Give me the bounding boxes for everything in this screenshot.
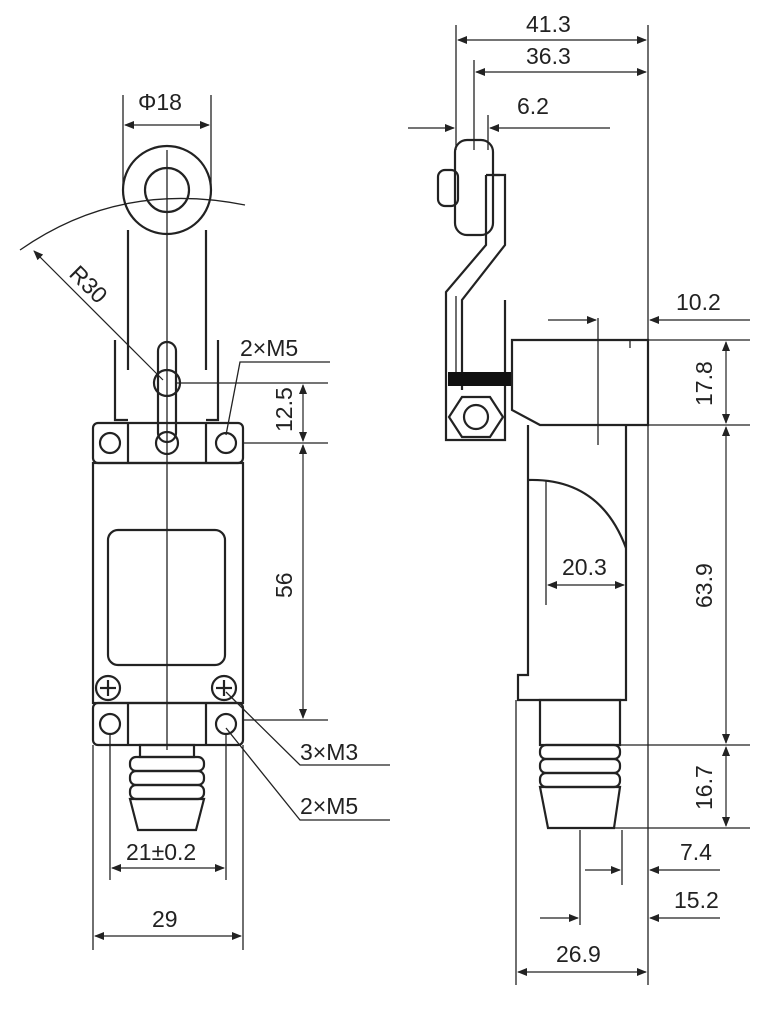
lever-arm xyxy=(126,230,208,370)
head-hole-left xyxy=(98,431,122,455)
lever-band xyxy=(448,372,512,386)
radius-arc xyxy=(19,197,246,251)
dim-height-main: 56 xyxy=(271,572,297,598)
dim-diameter: Φ18 xyxy=(138,89,182,115)
dim-overall: 41.3 xyxy=(526,11,571,37)
dim-hole-spacing: 21±0.2 xyxy=(126,839,196,865)
roller xyxy=(121,144,213,236)
head-center-hole xyxy=(154,430,180,456)
head-bracket xyxy=(113,340,220,422)
dim-body-height: 63.9 xyxy=(691,563,717,608)
bottom-hole-left xyxy=(98,712,122,736)
dim-roller: 6.2 xyxy=(517,93,549,119)
dim-head-height: 17.8 xyxy=(691,361,717,406)
screw-left-icon xyxy=(94,674,122,702)
dim-plunger-b: 15.2 xyxy=(674,887,719,913)
hex-nut-icon xyxy=(447,395,505,439)
body-side xyxy=(516,425,628,702)
screw-right-icon xyxy=(210,674,238,702)
cable-gland xyxy=(128,743,206,832)
dim-arm: 36.3 xyxy=(526,43,571,69)
switch-body xyxy=(91,461,245,705)
callout-bottom-m5: 2×M5 xyxy=(300,793,358,819)
head-side xyxy=(510,338,650,427)
dim-plunger-height: 16.7 xyxy=(691,765,717,810)
lever-side xyxy=(444,173,507,442)
side-view: 41.3 36.3 6.2 10.2 17.8 63.9 20.3 16.7 7… xyxy=(408,11,750,985)
dim-cam: 20.3 xyxy=(562,554,607,580)
front-view: Φ18 R30 2×M5 12.5 56 3×M3 2×M5 21±0.2 29 xyxy=(19,89,390,950)
dim-plunger-a: 7.4 xyxy=(680,839,712,865)
dim-base: 26.9 xyxy=(556,941,601,967)
dim-width: 29 xyxy=(152,906,178,932)
roller-side xyxy=(453,138,495,237)
dim-height-upper: 12.5 xyxy=(271,387,297,432)
plunger-side xyxy=(538,743,622,830)
bottom-plate xyxy=(91,701,245,747)
label-window xyxy=(106,528,227,667)
dim-offset: 10.2 xyxy=(676,289,721,315)
callout-screws-m3: 3×M3 xyxy=(300,739,358,765)
callout-top-m5: 2×M5 xyxy=(240,335,298,361)
bottom-hole-right xyxy=(214,712,238,736)
cam-profile xyxy=(527,478,628,549)
roller-axle xyxy=(436,168,460,208)
head-hole-right xyxy=(214,431,238,455)
roller-hub xyxy=(143,166,191,214)
stem-side xyxy=(538,698,622,747)
dim-radius: R30 xyxy=(64,260,112,308)
